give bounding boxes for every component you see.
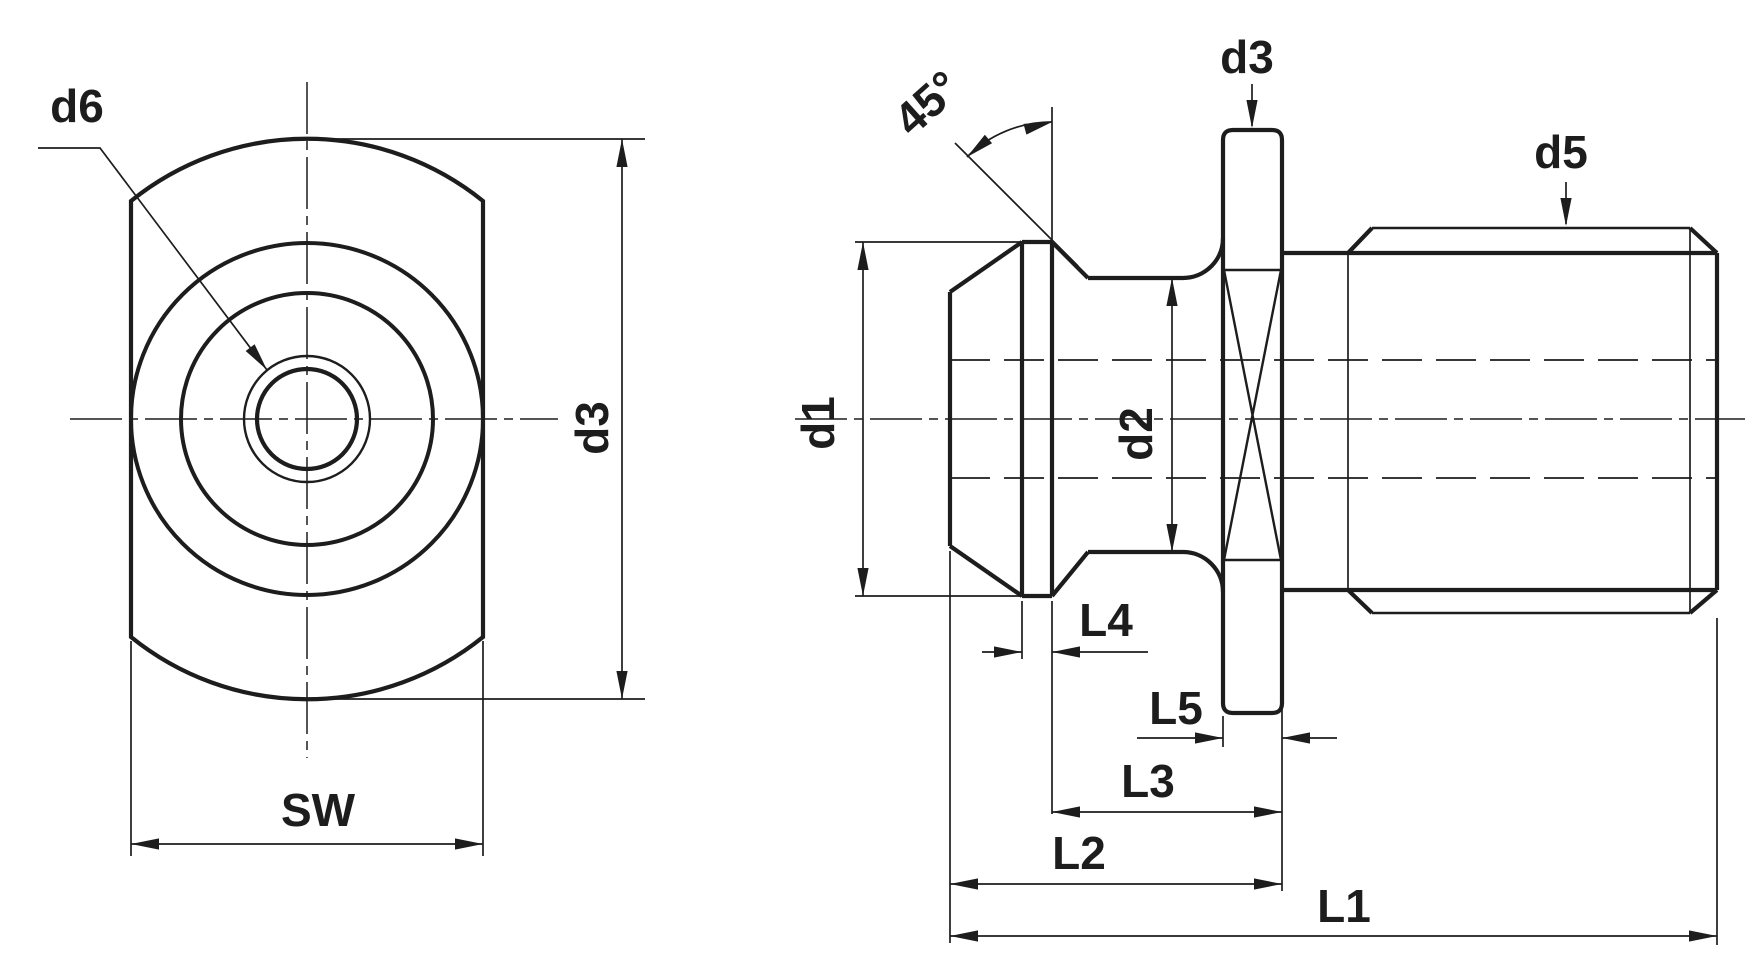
front-view bbox=[128, 136, 486, 702]
shank-profile bbox=[1282, 226, 1720, 615]
label-l4: L4 bbox=[1079, 594, 1133, 646]
centerlines bbox=[70, 82, 1745, 758]
label-d6: d6 bbox=[50, 80, 104, 132]
label-d2: d2 bbox=[1110, 407, 1162, 461]
flange-profile bbox=[1220, 127, 1285, 716]
label-d5: d5 bbox=[1534, 126, 1588, 178]
thread-boundary-lines bbox=[1347, 228, 1691, 613]
d6-leader-line bbox=[38, 147, 268, 371]
hidden-bore-lines bbox=[950, 359, 1717, 479]
bore-inner-circle bbox=[254, 366, 360, 472]
angle-45-flank-line bbox=[954, 142, 1079, 267]
label-d3-front: d3 bbox=[566, 401, 618, 455]
label-l2: L2 bbox=[1052, 827, 1106, 879]
side-view-detail-lines bbox=[1222, 226, 1690, 615]
dimension-arrowheads bbox=[131, 100, 1717, 942]
label-l3: L3 bbox=[1121, 755, 1175, 807]
label-l1: L1 bbox=[1317, 880, 1371, 932]
head-diameter-circle bbox=[129, 241, 485, 597]
label-sw: SW bbox=[280, 784, 356, 836]
thread-crest-lines bbox=[1372, 226, 1690, 615]
front-view-dimensions bbox=[38, 138, 645, 856]
flange-cross-marking bbox=[1222, 268, 1283, 562]
side-view-outline bbox=[947, 127, 1720, 716]
l4-extensions bbox=[1021, 601, 1053, 814]
flange-outline-with-flats bbox=[128, 136, 486, 702]
bore-outer-circle bbox=[242, 354, 372, 484]
label-d1: d1 bbox=[792, 396, 844, 450]
label-l5: L5 bbox=[1149, 682, 1203, 734]
side-view-dimensions bbox=[855, 84, 1718, 945]
label-d3-side: d3 bbox=[1220, 31, 1274, 83]
neck-diameter-circle bbox=[179, 291, 435, 547]
